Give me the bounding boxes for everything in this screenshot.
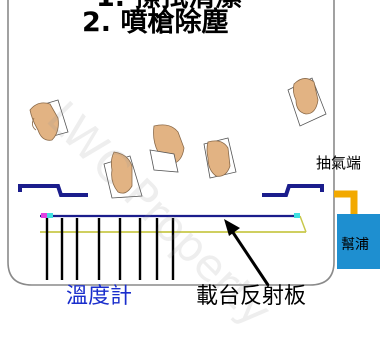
hand-with-cloth-icon xyxy=(203,137,237,179)
diagram-canvas: LWC Property 1. 擦拭清潔 2. 噴槍除塵 抽氣端 幫浦 溫度計 … xyxy=(7,0,380,337)
hand-with-cloth-icon xyxy=(29,99,69,141)
reflector-arrow xyxy=(224,219,270,286)
exhaust-pipe xyxy=(334,190,358,214)
hand-with-cloth-icon xyxy=(287,77,327,127)
thermometer-rods xyxy=(45,218,175,280)
left-lid xyxy=(18,184,88,197)
thermometer-label: 溫度計 xyxy=(66,284,133,309)
hand-with-cloth-icon xyxy=(103,151,143,199)
step-1-title: 1. 擦拭清潔 xyxy=(96,0,242,11)
exhaust-label: 抽氣端 xyxy=(316,154,362,172)
step-2-title: 2. 噴槍除塵 xyxy=(82,7,229,38)
chamber-diagram xyxy=(7,0,380,286)
chamber-outline xyxy=(7,0,335,286)
reflector-plate-label: 載台反射板 xyxy=(196,284,307,309)
right-lid xyxy=(262,184,324,197)
pump-box xyxy=(337,214,380,269)
hand-with-cloth-icon xyxy=(149,124,185,173)
pump-label: 幫浦 xyxy=(341,237,369,253)
